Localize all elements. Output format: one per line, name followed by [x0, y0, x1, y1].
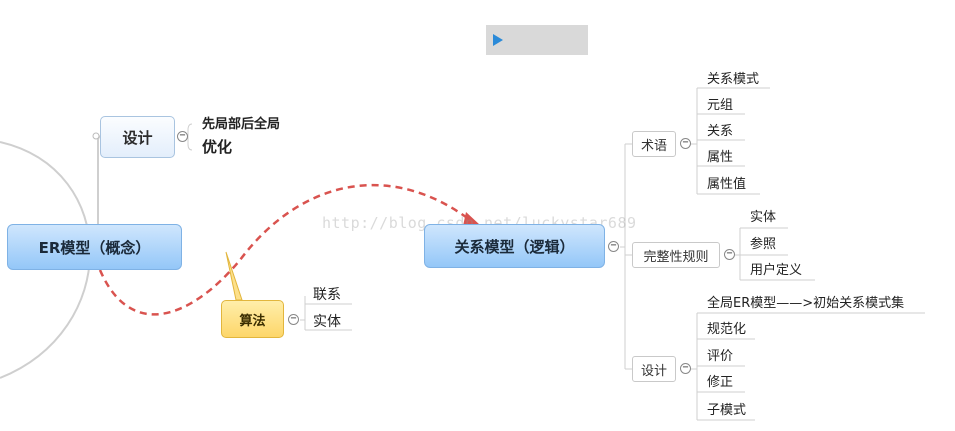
integrity-node[interactable]: 完整性规则 [632, 242, 720, 268]
integrity-label: 完整性规则 [643, 249, 709, 265]
design-left-label: 设计 [122, 128, 153, 147]
design-right-child: 子模式 [707, 403, 747, 418]
connector-terms-children [690, 87, 770, 195]
integrity-child: 实体 [750, 210, 777, 225]
design-left-node[interactable]: 设计 [100, 116, 175, 158]
connector-algorithm-children [300, 296, 352, 331]
connector-design-notes [187, 123, 193, 151]
collapse-toggle-icon[interactable] [288, 314, 299, 325]
algorithm-label: 算法 [239, 313, 266, 329]
collapse-toggle-icon[interactable] [680, 138, 691, 149]
connector-integrity-children [735, 227, 815, 281]
terms-child: 属性值 [707, 177, 747, 192]
relation-model-node[interactable]: 关系模型（逻辑） [424, 224, 605, 268]
algorithm-callout [225, 251, 243, 301]
integrity-child: 用户定义 [750, 263, 803, 278]
media-player-bar[interactable] [486, 25, 588, 55]
integrity-child: 参照 [750, 237, 777, 252]
relation-model-label: 关系模型（逻辑） [454, 237, 575, 256]
collapse-toggle-icon[interactable] [724, 249, 735, 260]
algorithm-child: 实体 [313, 314, 341, 330]
play-icon[interactable] [493, 34, 503, 46]
design-right-label: 设计 [640, 363, 667, 379]
collapse-toggle-icon[interactable] [680, 363, 691, 374]
design-right-child: 规范化 [707, 322, 747, 337]
arrow-head [463, 212, 480, 226]
design-right-node[interactable]: 设计 [632, 356, 676, 382]
algorithm-node[interactable]: 算法 [221, 300, 284, 338]
design-left-note-1: 先局部后全局 [202, 117, 281, 132]
collapse-toggle-icon[interactable] [608, 241, 619, 252]
terms-label: 术语 [640, 138, 667, 154]
terms-child: 元组 [707, 98, 734, 113]
connector-design-right-children [690, 312, 925, 421]
dashed-arrow [98, 183, 471, 316]
collapse-toggle-icon[interactable] [177, 131, 188, 142]
design-right-child: 修正 [707, 375, 734, 390]
algorithm-child: 联系 [313, 287, 341, 303]
er-model-node[interactable]: ER模型（概念） [7, 224, 182, 270]
design-right-child: 评价 [707, 349, 734, 364]
terms-node[interactable]: 术语 [632, 131, 676, 157]
connector-dot [92, 132, 100, 140]
design-left-note-2: 优化 [202, 138, 233, 156]
terms-child: 关系 [707, 124, 734, 139]
connector-relation-branches [620, 143, 632, 370]
design-right-child: 全局ER模型——>初始关系模式集 [707, 296, 905, 311]
terms-child: 属性 [707, 150, 734, 165]
terms-child: 关系模式 [707, 72, 760, 87]
er-model-label: ER模型（概念） [38, 238, 151, 257]
